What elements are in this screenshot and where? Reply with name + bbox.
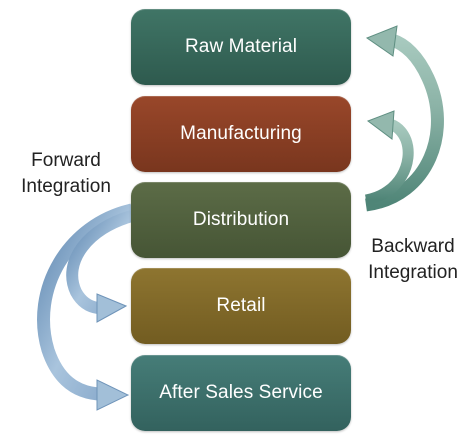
stage-label: Raw Material [184, 36, 298, 57]
stage-label: After Sales Service [159, 382, 323, 403]
backward-integration-line2: Integration [368, 262, 458, 283]
stage-raw-material: Raw Material [131, 9, 351, 85]
backward-arrow-to-manufacturing [364, 110, 414, 206]
stage-distribution: Distribution [131, 182, 351, 258]
stage-label: Distribution [192, 209, 290, 230]
stage-label: Retail [216, 295, 266, 316]
backward-integration-line1: Backward [371, 236, 455, 257]
stage-retail: Retail [131, 268, 351, 344]
stage-manufacturing: Manufacturing [131, 96, 351, 172]
forward-integration-line1: Forward [31, 150, 101, 171]
stage-after-sales-service: After Sales Service [131, 355, 351, 431]
forward-integration-line2: Integration [21, 176, 111, 197]
backward-arrow-to-raw-material [364, 25, 444, 212]
forward-arrow-to-retail [66, 210, 134, 323]
stage-label: Manufacturing [180, 123, 302, 144]
forward-arrow-to-after-sales-service [37, 203, 134, 411]
forward-integration-label: Forward Integration [6, 148, 126, 200]
backward-integration-label: Backward Integration [358, 234, 468, 286]
